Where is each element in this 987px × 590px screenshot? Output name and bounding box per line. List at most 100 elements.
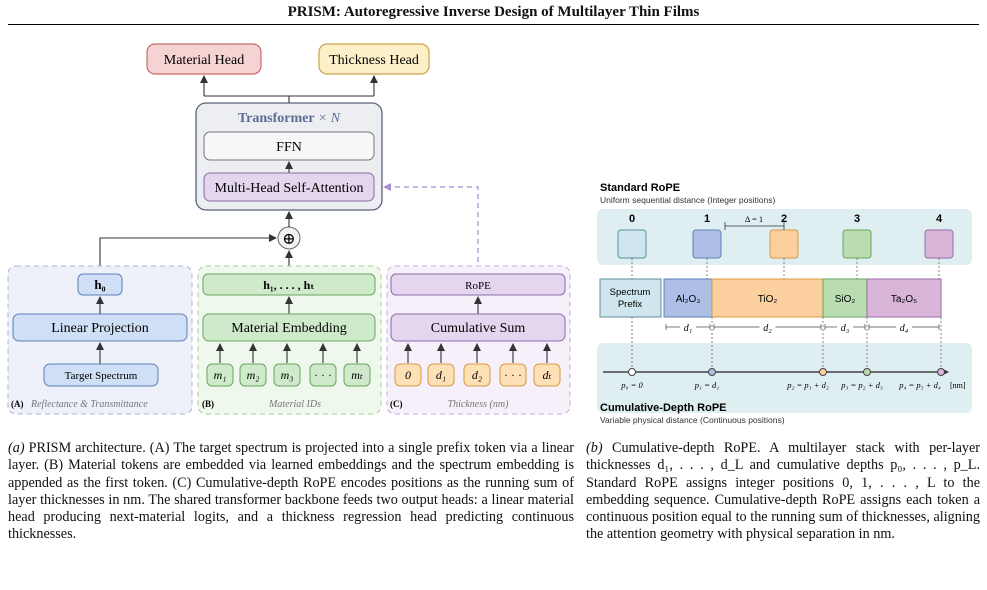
standard-rope-title: Standard RoPE (600, 182, 680, 194)
head-arrows (200, 75, 378, 103)
axis-unit: [nm] (950, 381, 966, 390)
target-spectrum-label: Target Spectrum (65, 370, 138, 382)
thickness-dimensions: d₁ d₂ d₃ d₄ (665, 323, 940, 334)
cumulative-label: p₁ = d₁ (694, 380, 719, 390)
caption-a-label: (a) (8, 440, 25, 456)
material-token-box (206, 363, 234, 387)
cumulative-label: p₀ = 0 (620, 380, 643, 390)
material-token-label: m₃ (281, 368, 294, 382)
thickness-token-box (463, 363, 491, 387)
thickness-token-label: · · · (504, 368, 522, 382)
std-position-label: 3 (854, 213, 860, 225)
cumulative-point (937, 368, 945, 376)
cumulative-rope-band (597, 343, 972, 413)
panel-c-subtitle: Thickness (nm) (448, 399, 509, 410)
std-position-box (842, 229, 872, 259)
standard-rope-subtitle: Uniform sequential distance (Integer pos… (600, 195, 775, 205)
cumulative-point (628, 368, 636, 376)
thickness-label: d₃ (841, 323, 850, 334)
linear-projection-label: Linear Projection (51, 321, 149, 336)
material-token-box (239, 363, 267, 387)
material-head-box: Material Head (146, 43, 262, 75)
thickness-token-label: d₁ (436, 368, 446, 382)
svg-text:Transformer × N: Transformer × N (238, 111, 341, 126)
title-rule (8, 24, 979, 25)
h-seq-label: h₁, . . . , hₜ (263, 278, 314, 292)
layer-label: Al₂O₃ (676, 294, 701, 305)
panel-b-tag: (B) (202, 399, 214, 409)
caption-b-label: (b) (586, 440, 603, 456)
caption-b: (b) Cumulative-depth RoPE. A multilayer … (586, 440, 980, 544)
material-token-label: mₜ (351, 368, 363, 382)
material-token-label: m₂ (247, 368, 260, 382)
material-token-label: m₁ (214, 368, 227, 382)
layer-label: TiO₂ (758, 294, 778, 305)
h0-label: h₀ (94, 277, 105, 292)
mhsa-label: Multi-Head Self-Attention (215, 181, 364, 196)
material-tokens: m₁ m₂ m₃ · · · mₜ (206, 343, 371, 387)
panel-c-tag: (C) (390, 399, 403, 409)
merge-arrows (99, 211, 293, 271)
std-position-label: 4 (936, 213, 943, 225)
caption-b-text: Cumulative-depth RoPE. A multilayer stac… (586, 440, 980, 543)
rope-comparison: Standard RoPE Uniform sequential distanc… (597, 182, 972, 425)
cumulative-label: p₂ = p₁ + d₂ (786, 380, 829, 390)
cumulative-point (863, 368, 871, 376)
std-position-box (692, 229, 722, 259)
std-position-label: 0 (629, 213, 635, 225)
vertical-guides (631, 258, 942, 368)
cumulative-rope-title: Cumulative-Depth RoPE (600, 402, 727, 414)
delta-label: Δ = 1 (745, 214, 763, 224)
material-token-label: · · · (314, 368, 332, 382)
layer-segment (711, 278, 824, 318)
cumulative-rope-subtitle: Variable physical distance (Continuous p… (600, 415, 785, 425)
material-token-box (273, 363, 301, 387)
thickness-head-box: Thickness Head (318, 43, 430, 75)
material-head-label: Material Head (164, 53, 244, 68)
layer-label: SiO₂ (835, 294, 856, 305)
thickness-token-label: d₂ (472, 368, 482, 382)
transformer-times: × N (318, 111, 341, 126)
caption-a: (a) PRISM architecture. (A) The target s… (8, 440, 574, 544)
panel-a-subtitle: Reflectance & Transmittance (30, 399, 148, 410)
material-token-box (309, 363, 337, 387)
spectrum-prefix-box (599, 278, 662, 318)
material-embedding-label: Material Embedding (231, 321, 346, 336)
thickness-label: d₁ (684, 323, 692, 334)
cumulative-point (708, 368, 716, 376)
concat-plus-node: ⊕ (277, 226, 301, 250)
transformer-label: Transformer (238, 111, 314, 126)
standard-position-boxes: 0 1 2 3 4 (617, 213, 954, 259)
rope-dashed-link (383, 183, 479, 271)
layer-label: Ta₂O₅ (891, 294, 917, 305)
thickness-head-label: Thickness Head (329, 53, 419, 68)
svg-text:⊕: ⊕ (282, 231, 295, 248)
std-position-label: 1 (704, 213, 710, 225)
spectrum-prefix-label: Prefix (618, 299, 643, 310)
thickness-tokens: 0 d₁ d₂ · · · dₜ (394, 343, 561, 387)
material-token-box (343, 363, 371, 387)
thickness-token-box (533, 363, 561, 387)
spectrum-prefix-label: Spectrum (610, 287, 651, 298)
caption-a-text: PRISM architecture. (A) The target spect… (8, 440, 574, 543)
panel-b: h₁, . . . , hₜ Material Embedding m₁ m₂ m₃… (197, 265, 382, 415)
panel-a: h₀ Linear Projection Target Spectrum (A)… (7, 265, 193, 415)
std-position-label: 2 (781, 213, 787, 225)
thickness-token-label: dₜ (543, 368, 552, 382)
thickness-token-box (427, 363, 455, 387)
thickness-token-label: 0 (405, 368, 411, 382)
cumulative-sum-label: Cumulative Sum (431, 321, 526, 336)
panel-b-subtitle: Material IDs (268, 399, 321, 410)
panel-a-tag: (A) (11, 399, 24, 409)
delta-bracket: Δ = 1 (724, 214, 785, 230)
thickness-label: d₂ (763, 323, 772, 334)
thickness-label: d₄ (900, 323, 909, 334)
std-position-box (617, 229, 647, 259)
cumulative-point (819, 368, 827, 376)
std-position-box (924, 229, 954, 259)
cumulative-label: p₄ = p₃ + d₄ (898, 380, 941, 390)
layer-segment (822, 278, 868, 318)
